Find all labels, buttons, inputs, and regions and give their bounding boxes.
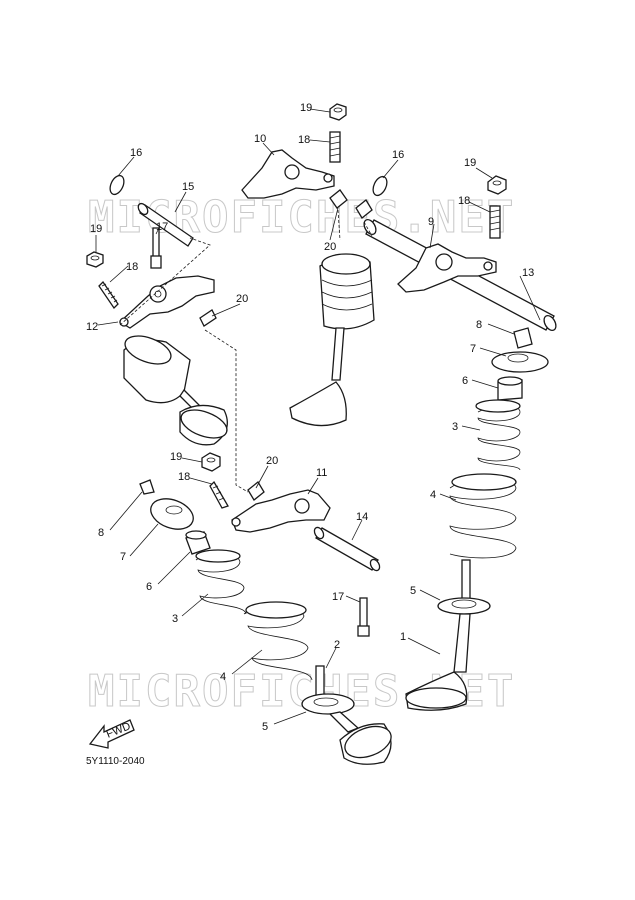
callout-19: 19 (464, 157, 476, 169)
callout-9: 9 (428, 216, 434, 228)
inner-spring-left (195, 549, 247, 615)
shim-right-20 (355, 199, 373, 219)
callout-16: 16 (392, 149, 404, 161)
shim-lower-20 (247, 481, 265, 501)
outer-spring-right (449, 473, 517, 559)
nut-left (86, 251, 104, 268)
callout-18: 18 (298, 134, 310, 146)
leader-lines (95, 108, 541, 725)
callout-12: 12 (86, 321, 98, 333)
valve-right-1 (405, 559, 491, 711)
valve-seal-left (185, 530, 211, 555)
callout-15: 15 (182, 181, 194, 193)
callout-6: 6 (462, 375, 468, 387)
bolt-lower (357, 597, 370, 637)
adjust-screw-top-center (329, 131, 341, 163)
rocker-arm-11 (231, 489, 331, 533)
adjust-screw-left (98, 280, 119, 310)
callout-labels: 16 15 17 19 18 12 20 19 10 18 20 16 19 1… (86, 102, 534, 733)
rocker-shaft-14 (313, 526, 381, 572)
callout-19: 19 (300, 102, 312, 114)
rocker-arm-10 (241, 149, 335, 199)
callout-18: 18 (126, 261, 138, 273)
bolt-left-upper (150, 227, 162, 269)
callout-13: 13 (522, 267, 534, 279)
valve-lower-2 (301, 665, 392, 765)
o-ring-left (109, 174, 125, 196)
callout-7: 7 (120, 551, 126, 563)
diagram-code: 5Y1110-2040 (86, 756, 145, 767)
nut-right (487, 175, 507, 195)
rocker-arm-12 (118, 275, 215, 329)
callout-8: 8 (476, 319, 482, 331)
callout-19: 19 (90, 223, 102, 235)
valve-seal-right (497, 376, 523, 401)
callout-2: 2 (334, 639, 340, 651)
callout-11: 11 (316, 467, 327, 479)
outer-spring-left (243, 601, 313, 681)
shim-center-20 (329, 189, 348, 209)
nut-top-center (329, 103, 347, 121)
callout-10: 10 (254, 133, 266, 145)
adjust-screw-lower (209, 480, 229, 509)
spring-retainer-left (150, 498, 194, 530)
callout-5: 5 (410, 585, 416, 597)
valve-left-upper (123, 335, 228, 446)
nut-lower (201, 452, 221, 472)
callout-19: 19 (170, 451, 182, 463)
spring-retainer-right (491, 351, 549, 373)
callout-17: 17 (332, 591, 344, 603)
valve-cotter-right (513, 327, 533, 349)
callout-20: 20 (236, 293, 248, 305)
callout-18: 18 (178, 471, 190, 483)
fwd-arrow-icon: FWD (88, 719, 135, 749)
adjust-screw-right (489, 205, 501, 239)
callout-4: 4 (220, 671, 226, 683)
callout-4: 4 (430, 489, 436, 501)
callout-8: 8 (98, 527, 104, 539)
valve-cotter-left (139, 479, 155, 495)
callout-3: 3 (172, 613, 178, 625)
inner-spring-right (475, 399, 521, 471)
callout-6: 6 (146, 581, 152, 593)
callout-20: 20 (324, 241, 336, 253)
valve-center-upper (289, 253, 375, 427)
callout-7: 7 (470, 343, 476, 355)
callout-16: 16 (130, 147, 142, 159)
callout-17: 17 (156, 221, 168, 233)
callout-20: 20 (266, 455, 278, 467)
callout-1: 1 (400, 631, 406, 643)
shim-left-20 (199, 309, 217, 327)
callout-14: 14 (356, 511, 368, 523)
rocker-shaft-left (137, 202, 194, 247)
callout-5: 5 (262, 721, 268, 733)
callout-3: 3 (452, 421, 458, 433)
callout-18: 18 (458, 195, 470, 207)
